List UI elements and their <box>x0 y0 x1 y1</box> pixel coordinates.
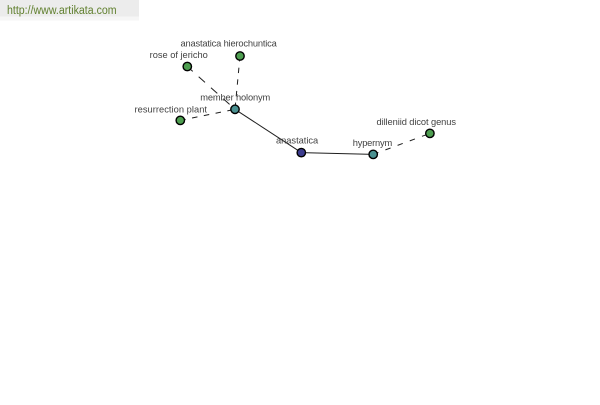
svg-text:anastatica: anastatica <box>276 136 319 146</box>
svg-text:http://www.artikata.com: http://www.artikata.com <box>7 5 117 17</box>
svg-text:dilleniid dicot genus: dilleniid dicot genus <box>377 117 457 127</box>
svg-text:resurrection plant: resurrection plant <box>135 104 208 114</box>
svg-text:hypernym: hypernym <box>353 138 393 148</box>
svg-text:anastatica hierochuntica: anastatica hierochuntica <box>181 38 278 48</box>
svg-text:rose of jericho: rose of jericho <box>150 50 208 60</box>
svg-text:member holonym: member holonym <box>200 93 270 103</box>
